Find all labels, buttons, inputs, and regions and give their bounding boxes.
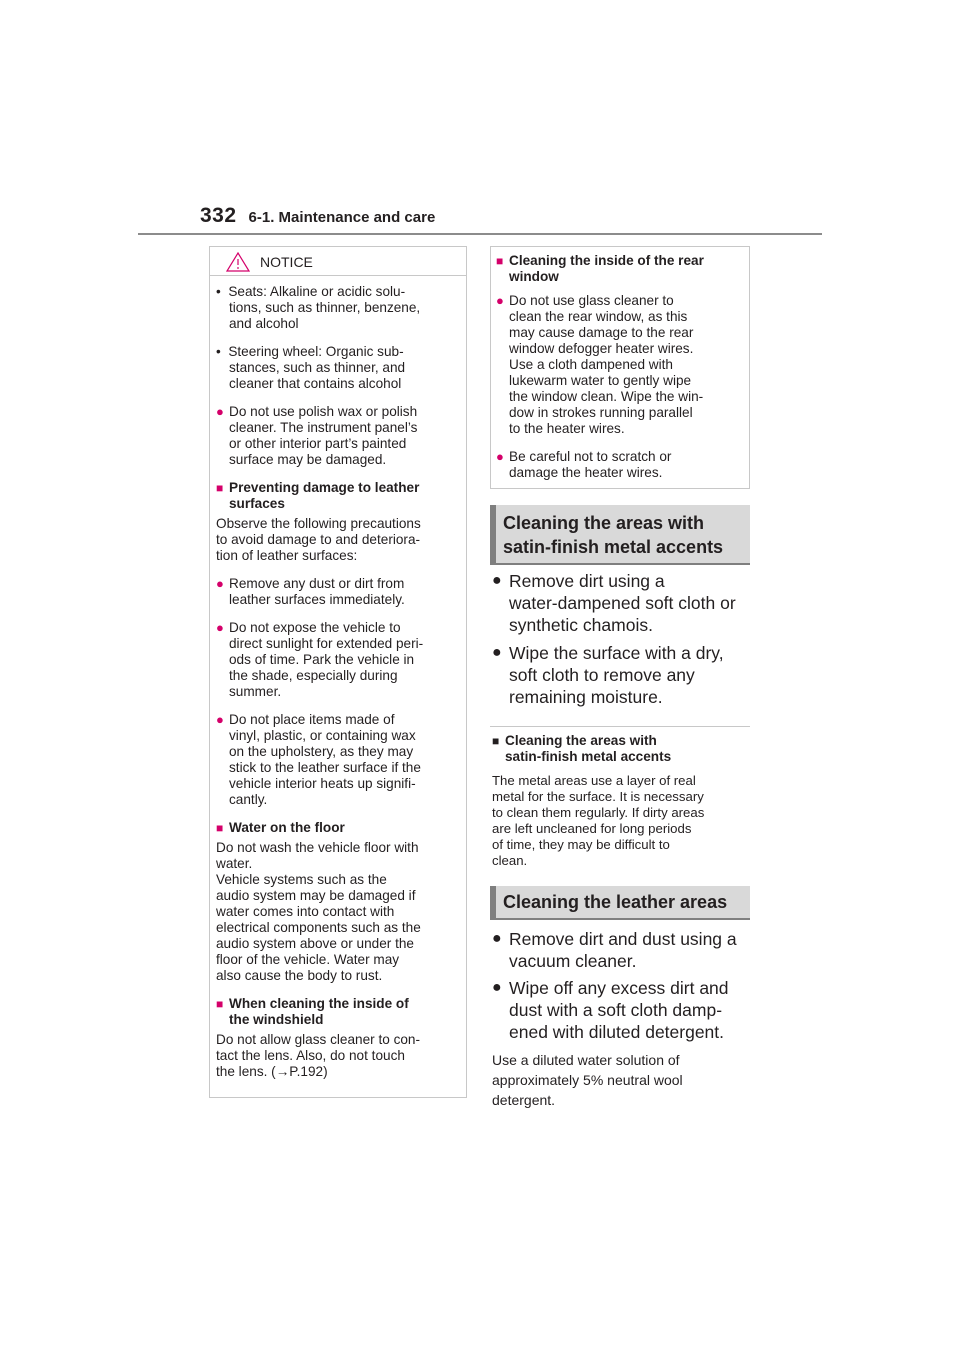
water-paragraph: Do not wash the vehicle floor with water… [216,840,421,983]
bullet-rear-1: ● Do not use glass cleaner to clean the … [496,293,704,436]
leather-areas-bullet-2: ● Wipe off any excess dirt and dust with… [492,978,729,1042]
square-icon: ■ [492,734,500,748]
page-reference-link[interactable]: P.192) [289,1064,328,1079]
bullet-leather-3: ● Do not place items made of vinyl, plas… [216,712,421,807]
section-title: 6-1. Maintenance and care [248,209,436,226]
page-header: 332 6-1. Maintenance and care [200,204,435,228]
square-icon: ■ [496,254,504,268]
water-heading: ■ Water on the floor [216,820,345,835]
page-number: 332 [200,204,237,227]
square-icon: ■ [216,821,224,835]
leather-heading: ■ Preventing damage to leather surfaces [216,480,420,511]
leather-areas-bullet-1: ● Remove dirt and dust using a vacuum cl… [492,929,737,971]
rear-window-box: ■ Cleaning the inside of the rear window… [490,246,750,489]
bullet-icon: ● [492,572,502,589]
list-item: • Seats: Alkaline or acidic solu- tions,… [216,284,421,331]
divider [490,726,750,727]
satin-sub-heading: ■ Cleaning the areas with satin-finish m… [492,733,672,764]
bullet-leather-1: ● Remove any dust or dirt from leather s… [216,576,405,607]
bullet-rear-2: ● Be careful not to scratch or damage th… [496,449,672,480]
notice-header: NOTICE [210,247,466,276]
bullet-icon: ● [492,930,502,947]
leather-paragraph: Observe the following precautions to avo… [216,516,421,563]
arrow-icon: → [275,1064,290,1079]
bullet-icon: ● [216,576,224,591]
leather-areas-heading: Cleaning the leather areas [490,886,750,920]
header-rule [138,233,822,235]
bullet-icon: ● [216,404,224,419]
bullet-polish: ● Do not use polish wax or polish cleane… [216,404,418,467]
bullet-icon: ● [496,449,504,464]
notice-label: NOTICE [260,254,313,270]
square-icon: ■ [216,481,224,495]
bullet-icon: ● [216,620,224,635]
satin-bullet-2: ● Wipe the surface with a dry, soft clot… [492,643,724,707]
bullet-icon: ● [492,644,502,661]
leather-areas-note: Use a diluted water solution of approxim… [492,1052,683,1108]
bullet-icon: ● [492,979,502,996]
list-item: • Steering wheel: Organic sub- stances, … [216,344,406,391]
rear-window-heading: ■ Cleaning the inside of the rear window [496,253,704,284]
satin-note: ■ Cleaning the areas with satin-finish m… [492,733,750,869]
windshield-heading: ■ When cleaning the inside of the windsh… [216,996,409,1027]
satin-sub-paragraph: The metal areas use a layer of real meta… [492,773,705,868]
bullet-icon: ● [496,293,504,308]
square-icon: ■ [216,997,224,1011]
satin-heading: Cleaning the areas with satin-finish met… [490,505,750,565]
bullet-leather-2: ● Do not expose the vehicle to direct su… [216,620,424,699]
bullet-icon: ● [216,712,224,727]
warning-triangle-icon [226,252,250,272]
notice-box: NOTICE • Seats: Alkaline or acidic solu-… [209,246,467,1098]
satin-bullet-1: ● Remove dirt using a water-dampened sof… [492,571,736,635]
windshield-paragraph: Do not allow glass cleaner to con- tact … [216,1032,421,1079]
